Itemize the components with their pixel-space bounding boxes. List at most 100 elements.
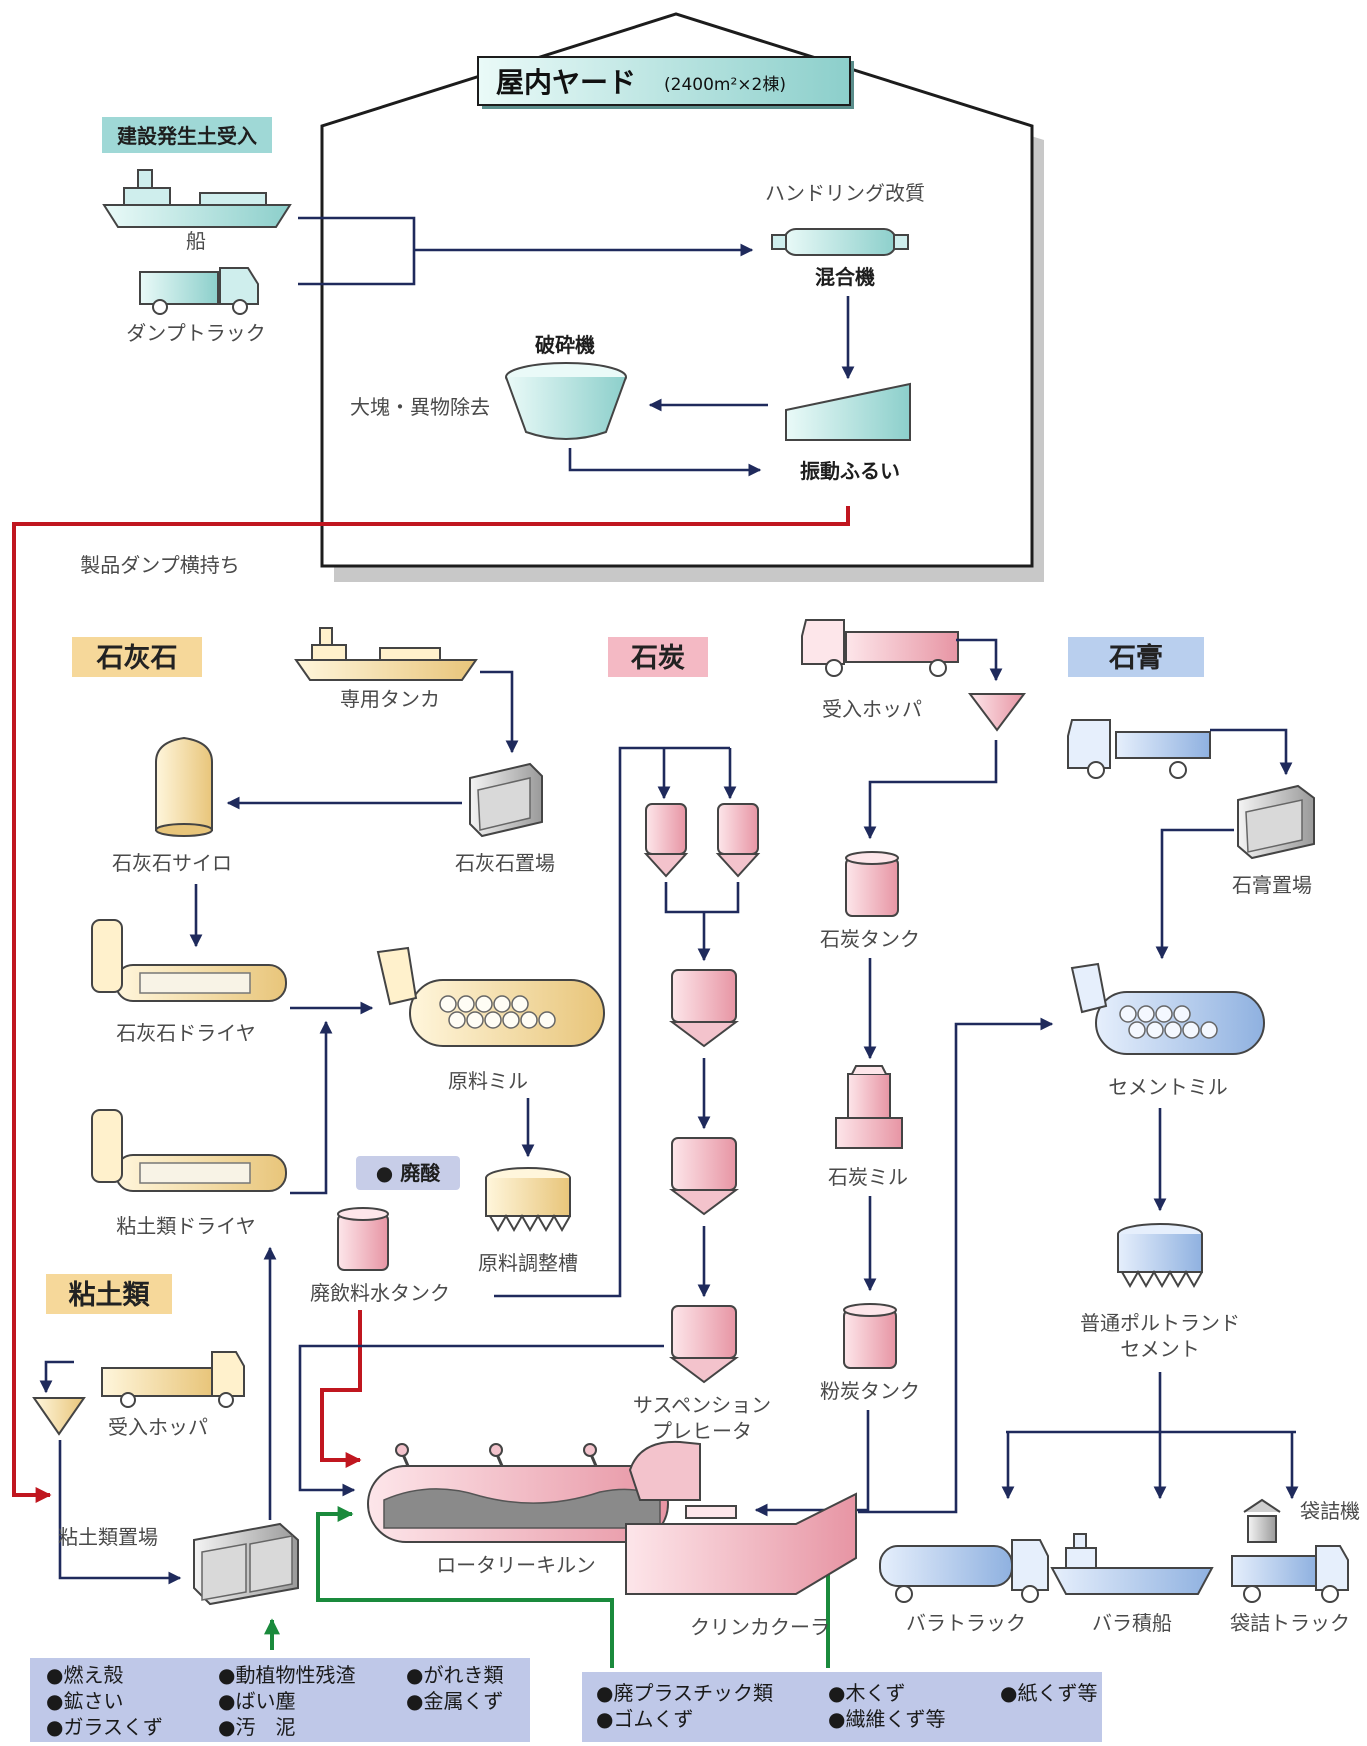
waste-water-tank-label: 廃飲料水タンク	[310, 1281, 450, 1305]
intake-badge-label: 建設発生土受入	[117, 124, 257, 148]
intake-flow-lines	[298, 216, 754, 286]
waste-item: ●ばい塵	[218, 1689, 295, 1713]
clay-yard-label: 粘土類置場	[58, 1525, 158, 1549]
section-gypsum: 石膏	[1068, 637, 1204, 677]
mixer-icon	[771, 228, 909, 256]
limestone-silo-label: 石灰石サイロ	[112, 851, 232, 875]
bulk-ship-label: バラ積船	[1092, 1611, 1172, 1635]
mill-ball	[1164, 1021, 1182, 1039]
limestone-silo-icon	[155, 736, 213, 837]
limestone-dryer-label: 石灰石ドライヤ	[116, 1021, 255, 1045]
tanker-ship-icon	[294, 627, 478, 681]
mill-ball	[502, 1011, 520, 1029]
mill-ball	[448, 1011, 466, 1029]
product-transfer-line	[12, 506, 850, 1503]
mill-ball	[1137, 1005, 1155, 1023]
cement-label-line2: セメント	[1120, 1337, 1200, 1361]
rotary-kiln-label: ロータリーキルン	[436, 1553, 596, 1577]
section-clay: 粘土類	[46, 1274, 172, 1314]
waste-item: ●木くず	[828, 1681, 905, 1705]
mill-ball	[1119, 1005, 1137, 1023]
gypsum-yard-label: 石膏置場	[1232, 873, 1312, 897]
mill-ball	[1146, 1021, 1164, 1039]
coal-tank-icon	[845, 851, 899, 917]
waste-item: ●ガラスくず	[46, 1715, 163, 1739]
mill-ball	[520, 1011, 538, 1029]
mill-ball	[1200, 1021, 1218, 1039]
raw-mill-icon	[376, 946, 605, 1047]
mill-ball	[466, 1011, 484, 1029]
raw-mill-label: 原料ミル	[448, 1069, 528, 1093]
waste-item: ●汚 泥	[218, 1715, 295, 1739]
mill-ball	[511, 995, 529, 1013]
coal-tank-label: 石炭タンク	[820, 927, 920, 951]
gypsum-truck-icon	[1067, 719, 1211, 779]
limestone-yard-label: 石灰石置場	[455, 851, 555, 875]
rotary-kiln-icon	[367, 1443, 669, 1543]
cement-mill-label: セメントミル	[1108, 1075, 1228, 1099]
removal-label: 大塊・異物除去	[350, 395, 490, 419]
waste-item: ●ゴムくず	[596, 1707, 693, 1731]
clay-hopper-icon	[32, 1397, 86, 1436]
svg-text:石炭: 石炭	[630, 643, 685, 674]
crusher-icon	[505, 362, 627, 440]
clay-truck-icon	[101, 1351, 245, 1408]
waste-item: ●金属くず	[406, 1689, 503, 1713]
dump-truck-label: ダンプトラック	[126, 321, 265, 345]
clay-dryer-icon	[91, 1109, 287, 1192]
yard-size: (2400m²×2棟)	[664, 75, 786, 95]
section-coal: 石炭	[608, 637, 708, 677]
svg-text:● 廃酸: ● 廃酸	[376, 1161, 441, 1185]
mill-ball	[439, 995, 457, 1013]
yard-title-plate: 屋内ヤード (2400m²×2棟)	[477, 56, 854, 109]
ship-icon	[102, 169, 292, 228]
waste-item: ●紙くず等	[1000, 1681, 1097, 1705]
mill-ball	[457, 995, 475, 1013]
tanker-label: 専用タンカ	[340, 687, 440, 711]
preheater-top-cyclones	[643, 803, 761, 878]
svg-text:石膏: 石膏	[1108, 642, 1163, 674]
powder-coal-tank-icon	[843, 1303, 897, 1369]
blend-tank-icon	[485, 1167, 571, 1233]
coal-mill-icon	[835, 1065, 903, 1149]
preheater-cyclone-2	[669, 1137, 739, 1216]
cement-silo-icon	[1117, 1223, 1203, 1289]
coal-hopper-label: 受入ホッパ	[822, 697, 922, 721]
bag-truck-label: 袋詰トラック	[1230, 1611, 1350, 1635]
bulk-ship-icon	[1050, 1533, 1214, 1595]
mill-ball	[484, 1011, 502, 1029]
waste-right-arrow-kiln	[316, 1506, 614, 1668]
mill-ball	[1173, 1005, 1191, 1023]
blend-tank-label: 原料調整槽	[478, 1251, 578, 1275]
crusher-label: 破砕機	[535, 333, 595, 357]
waste-water-tank-icon	[337, 1207, 389, 1271]
mill-ball	[538, 1011, 556, 1029]
clay-hopper-label: 受入ホッパ	[108, 1415, 208, 1439]
waste-box-right: ●廃プラスチック類●木くず●紙くず等●ゴムくず●繊維くず等	[582, 1672, 1102, 1742]
coal-mill-label: 石炭ミル	[828, 1165, 908, 1189]
bag-truck-icon	[1231, 1545, 1349, 1603]
mill-ball	[1155, 1005, 1173, 1023]
bulk-truck-icon	[879, 1539, 1049, 1603]
mill-ball	[1182, 1021, 1200, 1039]
clay-dryer-label: 粘土類ドライヤ	[116, 1214, 255, 1238]
bagger-label: 袋詰機	[1300, 1499, 1360, 1523]
intake-badge: 建設発生土受入	[102, 117, 272, 153]
mill-ball	[493, 995, 511, 1013]
waste-item: ●繊維くず等	[828, 1707, 945, 1731]
gypsum-yard-icon	[1237, 784, 1315, 860]
limestone-dryer-icon	[91, 919, 287, 1002]
preheater-cyclone-1	[669, 969, 739, 1048]
ship-label: 船	[186, 229, 206, 253]
preheater-label-line1: サスペンション	[633, 1393, 771, 1417]
svg-text:粘土類: 粘土類	[69, 1280, 151, 1311]
preheater-cyclone-3	[669, 1305, 739, 1384]
vibrating-screen-label: 振動ふるい	[800, 459, 900, 483]
waste-item: ●燃え殻	[46, 1663, 123, 1687]
clay-yard-icon	[193, 1522, 299, 1606]
dump-truck-icon	[139, 267, 259, 315]
handling-label: ハンドリング改質	[765, 181, 925, 205]
product-transfer-label: 製品ダンプ横持ち	[80, 553, 239, 577]
